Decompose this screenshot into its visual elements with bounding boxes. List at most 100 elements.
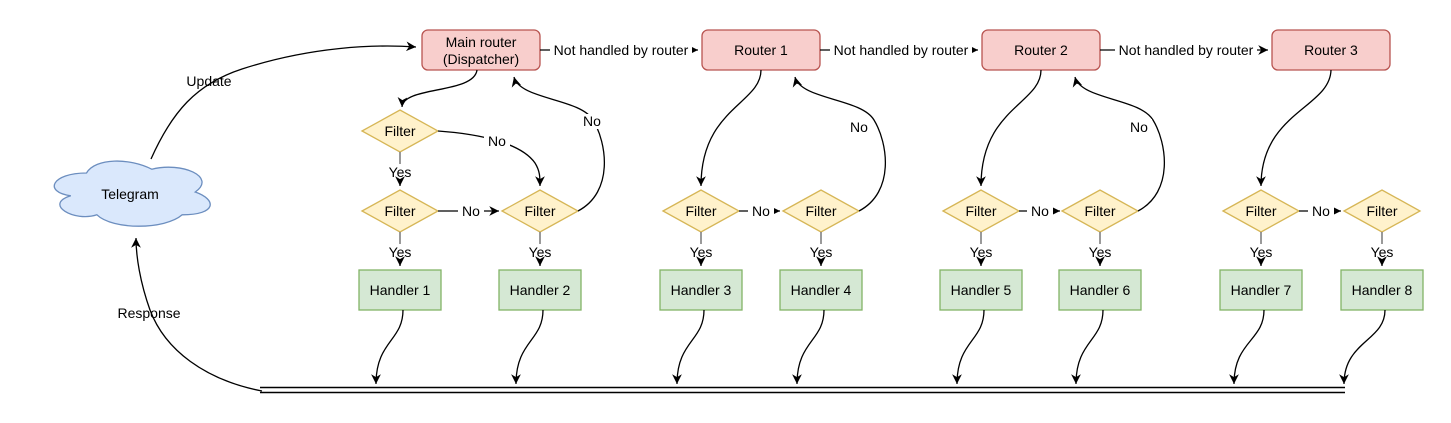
filter-diamond-1b: Filter: [500, 189, 580, 233]
no-label-group1-inter: No: [458, 203, 484, 219]
filter-diamond-2b: Filter: [781, 189, 861, 233]
handler-box: [1340, 269, 1424, 311]
filter-diamond-2a: Filter: [661, 189, 741, 233]
main-router-label: Main router: [446, 34, 517, 50]
router-3-label: Router 3: [1304, 42, 1358, 58]
response-edge: [131, 237, 263, 392]
filter-label: Filter: [384, 123, 415, 139]
update-edge: [150, 41, 417, 160]
handler-label: Handler 8: [1352, 282, 1413, 298]
handler-7-node: Handler 7: [1219, 269, 1303, 311]
handler-8-node: Handler 8: [1340, 269, 1424, 311]
label-bg: [1308, 204, 1334, 219]
no-label-group2-inter: No: [748, 203, 774, 219]
router-2-label: Router 2: [1014, 42, 1068, 58]
not-handled-text: Not handled by router: [834, 42, 969, 58]
handler-2-to-bus-edge: [511, 309, 544, 385]
no-text: No: [1312, 203, 1330, 219]
router-2-node: Router 2: [981, 29, 1101, 71]
no-text: No: [752, 203, 770, 219]
label-bg: [846, 119, 872, 134]
filter-label: Filter: [685, 203, 716, 219]
telegram-cloud-node: Telegram: [53, 160, 211, 227]
handler-1-node: Handler 1: [358, 269, 442, 311]
label-bg: [1115, 42, 1257, 58]
filter-diamond-dispatcher-top: Filter: [360, 109, 440, 153]
yes-label: Yes: [1371, 244, 1394, 260]
label-bg: [1126, 119, 1152, 134]
filter-diamond-4a: Filter: [1221, 189, 1301, 233]
yes-label: Yes: [529, 244, 552, 260]
filter-shape: [1342, 189, 1422, 233]
main-router-sublabel: (Dispatcher): [443, 51, 519, 67]
filter-label: Filter: [1245, 203, 1276, 219]
handler-label: Handler 6: [1070, 282, 1131, 298]
group3-no-loop-edge: [1072, 76, 1166, 212]
label-bg: [579, 114, 605, 129]
response-label: Response: [117, 305, 180, 321]
filter-label: Filter: [965, 203, 996, 219]
filter-diamond-1a: Filter: [360, 189, 440, 233]
not-handled-label-2: Not handled by router: [830, 42, 972, 58]
filter-top-no-edge: [437, 130, 545, 187]
not-handled-label-1: Not handled by router: [550, 42, 692, 58]
no-text: No: [850, 119, 868, 135]
handler-label: Handler 7: [1231, 282, 1292, 298]
handler-box: [939, 269, 1023, 311]
handler-box: [358, 269, 442, 311]
filter-diamond-4b: Filter: [1342, 189, 1422, 233]
handler-3-to-bus-edge: [672, 309, 705, 385]
handler-8-to-bus-edge: [1339, 309, 1386, 385]
yes-label: Yes: [970, 244, 993, 260]
label-bg: [550, 42, 692, 58]
not-handled-text: Not handled by router: [1119, 42, 1254, 58]
label-bg: [748, 204, 774, 219]
group2-no-loop-edge: [792, 76, 887, 212]
router1-to-filter-edge: [696, 69, 762, 187]
handler-label: Handler 4: [791, 282, 852, 298]
handler-box: [779, 269, 863, 311]
handler-7-to-bus-edge: [1229, 309, 1265, 385]
yes-label: Yes: [810, 244, 833, 260]
handler-box: [498, 269, 582, 311]
filter-diamond-3b: Filter: [1060, 189, 1140, 233]
no-text: No: [462, 203, 480, 219]
filter-label: Filter: [384, 203, 415, 219]
router3-to-filter-edge: [1256, 69, 1332, 187]
yes-label: Yes: [1250, 244, 1273, 260]
not-handled-text: Not handled by router: [554, 42, 689, 58]
router-1-label: Router 1: [734, 42, 788, 58]
no-text: No: [1130, 119, 1148, 135]
handler-label: Handler 3: [671, 282, 732, 298]
no-label-group3-loop: No: [1126, 119, 1152, 135]
router-1-node: Router 1: [701, 29, 821, 71]
handler-label: Handler 2: [510, 282, 571, 298]
no-text: No: [583, 113, 601, 129]
handler-box: [1219, 269, 1303, 311]
label-bg: [458, 204, 484, 219]
not-handled-label-3: Not handled by router: [1115, 42, 1257, 58]
handler-5-to-bus-edge: [952, 309, 985, 385]
response-bus-line: [260, 386, 1345, 394]
no-text: No: [1031, 203, 1049, 219]
filter-label: Filter: [524, 203, 555, 219]
label-bg: [484, 134, 510, 149]
filter-label: Filter: [805, 203, 836, 219]
handler-6-node: Handler 6: [1058, 269, 1142, 311]
telegram-label: Telegram: [101, 186, 159, 202]
yes-label: Yes: [389, 164, 412, 180]
update-label: Update: [186, 73, 231, 89]
filter-label: Filter: [1084, 203, 1115, 219]
handler-1-to-bus-edge: [371, 309, 404, 385]
label-bg: [830, 42, 972, 58]
filter-label: Filter: [1366, 203, 1397, 219]
label-bg: [1027, 204, 1053, 219]
yes-label: Yes: [389, 244, 412, 260]
handler-label: Handler 1: [370, 282, 431, 298]
dispatcher-to-filter-edge: [397, 69, 478, 108]
yes-label: Yes: [1089, 244, 1112, 260]
no-label-filter-top: No: [484, 133, 510, 149]
yes-label: Yes: [690, 244, 713, 260]
